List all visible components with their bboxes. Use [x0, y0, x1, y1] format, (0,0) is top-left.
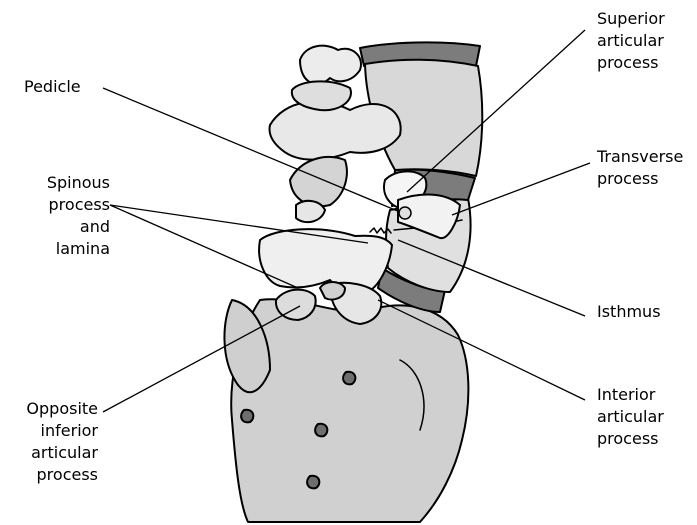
- label-interior-line-1: Interior: [597, 384, 664, 406]
- sacral-foramen-4: [241, 410, 253, 423]
- label-interior-articular-process: Interior articular process: [597, 384, 664, 450]
- sacrum: [231, 299, 468, 522]
- label-opposite-line-4: process: [2, 464, 98, 486]
- label-superior-articular-process: Superior articular process: [597, 8, 665, 74]
- label-spinous-line-3: and: [14, 216, 110, 238]
- label-opposite-line-3: articular: [2, 442, 98, 464]
- small-knob: [320, 282, 345, 300]
- label-isthmus-line: Isthmus: [597, 301, 661, 323]
- label-superior-line-1: Superior: [597, 8, 665, 30]
- label-spinous-line-1: Spinous: [14, 172, 110, 194]
- l4-facet-small: [296, 201, 325, 222]
- sacral-foramen-3: [307, 476, 319, 489]
- upper-spinous: [270, 102, 401, 160]
- label-opposite-line-1: Opposite: [2, 398, 98, 420]
- upper-superior-process: [300, 46, 361, 84]
- label-superior-line-2: articular: [597, 30, 665, 52]
- label-interior-line-3: process: [597, 428, 664, 450]
- pedicle-circle: [399, 207, 411, 219]
- label-opposite-line-2: inferior: [2, 420, 98, 442]
- label-pedicle: Pedicle: [24, 76, 81, 98]
- sacral-foramen-1: [343, 372, 355, 385]
- label-superior-line-3: process: [597, 52, 665, 74]
- illustration: [224, 42, 482, 522]
- label-transverse-process: Transverse process: [597, 146, 683, 190]
- label-transverse-line-1: Transverse: [597, 146, 683, 168]
- label-spinous-line-4: lamina: [14, 238, 110, 260]
- leader-spinous-1: [110, 205, 368, 243]
- sacral-foramen-2: [315, 424, 327, 437]
- label-spinous-line-2: process: [14, 194, 110, 216]
- label-spinous-process-and-lamina: Spinous process and lamina: [14, 172, 110, 260]
- label-pedicle-line: Pedicle: [24, 76, 81, 98]
- label-transverse-line-2: process: [597, 168, 683, 190]
- l4-inferior-processes: [290, 157, 347, 206]
- label-isthmus: Isthmus: [597, 301, 661, 323]
- label-interior-line-2: articular: [597, 406, 664, 428]
- label-opposite-inferior-articular-process: Opposite inferior articular process: [2, 398, 98, 486]
